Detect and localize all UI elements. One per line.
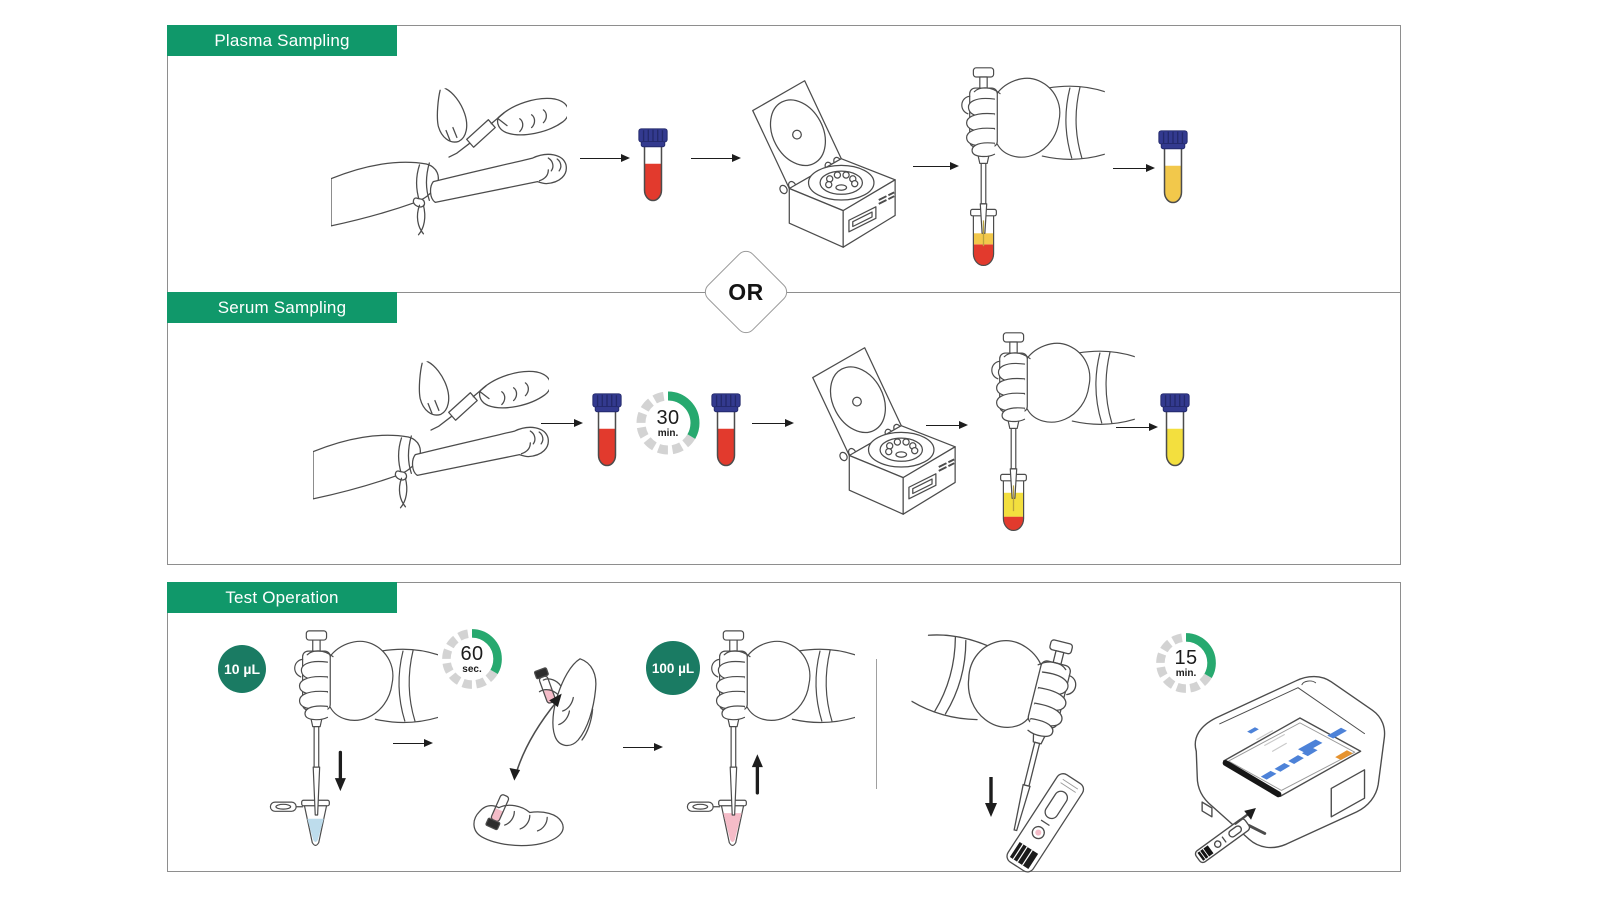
flow-arrow [580, 153, 630, 162]
centrifuge-icon [751, 79, 897, 249]
flow-arrow [752, 418, 794, 427]
mixing-hands-illustration [473, 658, 597, 847]
test-operation-panel: Test Operation 10 µL [167, 582, 1401, 873]
pipette-plasma-transfer-illustration [961, 67, 1105, 267]
flow-arrow [913, 161, 959, 170]
clotting-timer: 30 min. [630, 385, 706, 461]
blood-collection-illustration [331, 88, 567, 236]
serum-tube-icon [1160, 393, 1190, 467]
mixing-timer-unit: sec. [462, 663, 482, 675]
flow-arrow [623, 742, 663, 751]
clotting-timer-unit: min. [657, 427, 679, 439]
flow-arrow [393, 738, 433, 747]
pipette-serum-transfer-illustration [991, 332, 1135, 532]
mixing-timer-value: 60 [460, 642, 484, 665]
centrifuge-icon [811, 346, 957, 516]
flow-arrow [926, 420, 968, 429]
timer-dial-icon [442, 629, 502, 689]
sample-volume-label: 10 µL [223, 661, 261, 677]
whole-blood-tube-icon [592, 393, 622, 467]
test-panel-title: Test Operation [225, 587, 339, 607]
plasma-panel-title: Plasma Sampling [214, 30, 350, 50]
analyzer-illustration [1194, 675, 1386, 864]
test-panel-header: Test Operation [167, 582, 397, 613]
analysis-timer-unit: min. [1175, 667, 1197, 679]
flow-arrow [541, 418, 583, 427]
timer-dial-icon [636, 391, 700, 455]
flow-arrow [1113, 163, 1155, 172]
aspirate-mixture-illustration [686, 630, 855, 846]
mixing-timer: 60 sec. [436, 623, 508, 695]
timer-dial-icon [1156, 633, 1216, 693]
blood-collection-illustration [313, 361, 549, 509]
analysis-timer-value: 15 [1174, 646, 1198, 669]
plasma-panel-header: Plasma Sampling [167, 25, 397, 56]
serum-sampling-panel: Serum Sampling 30 min. [167, 292, 1401, 565]
sample-volume-badge: 10 µL [218, 645, 266, 693]
plasma-sampling-panel: Plasma Sampling [167, 25, 1401, 294]
aspirate-volume-label: 100 µL [651, 660, 695, 676]
dispense-into-cassette-illustration [898, 609, 1086, 873]
dispense-sample-illustration [269, 630, 438, 846]
serum-panel-title: Serum Sampling [217, 297, 347, 317]
clotting-timer-value: 30 [656, 406, 680, 429]
or-label: OR [728, 278, 764, 305]
analysis-timer: 15 min. [1150, 627, 1222, 699]
step-divider [876, 659, 877, 789]
whole-blood-tube-icon [638, 128, 668, 202]
flow-arrow [1116, 422, 1158, 431]
clotted-blood-tube-icon [711, 393, 741, 467]
serum-panel-header: Serum Sampling [167, 292, 397, 323]
flow-arrow [691, 153, 741, 162]
plasma-tube-icon [1158, 130, 1188, 204]
aspirate-volume-badge: 100 µL [646, 641, 700, 695]
